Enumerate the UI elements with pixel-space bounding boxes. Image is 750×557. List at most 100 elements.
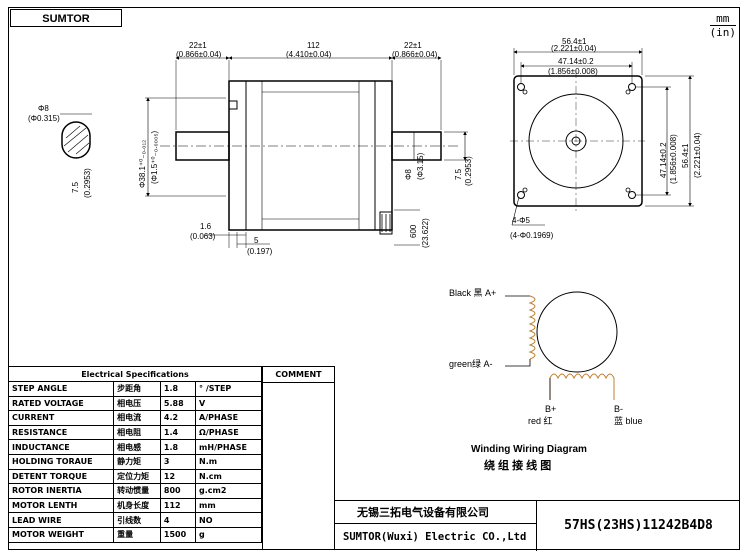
dim-left-in: (0.866±0.04) — [176, 50, 222, 59]
dim-flat-in: (0.2953) — [464, 156, 473, 186]
spec-val: 1.8 — [159, 439, 197, 455]
wire-b-minus-color: 蓝 blue — [614, 415, 643, 426]
dim-shaft-in: (Φ3.15) — [416, 152, 425, 180]
spec-en: CURRENT — [7, 410, 115, 426]
wire-b-plus: B+ — [545, 404, 556, 414]
dim-step-in: (0.197) — [247, 247, 273, 256]
dim-body: 112 — [307, 41, 320, 50]
spec-cn: 机身长度 — [113, 497, 161, 514]
spec-en: RATED VOLTAGE — [7, 395, 115, 412]
comment-header: COMMENT — [263, 367, 334, 383]
spec-unit: g — [195, 526, 262, 543]
dim-pilot-in: (Φ1.5⁺⁰₋₀.₀₀₀₅) — [150, 130, 159, 184]
spec-en: MOTOR WEIGHT — [7, 526, 115, 543]
dim-mount: 4-Φ5 — [512, 216, 530, 225]
section-flat-in: (0.2953) — [83, 168, 92, 198]
spec-unit: Ω/PHASE — [195, 424, 262, 441]
spec-unit: N.cm — [195, 468, 262, 485]
side-view — [145, 56, 468, 248]
spec-en: ROTOR INERTIA — [7, 483, 115, 499]
shaft-section: Φ8 (Φ0.315) 7.5 (0.2953) — [28, 104, 92, 198]
dim-right: 22±1 — [404, 41, 422, 50]
dim-right-in: (0.866±0.04) — [392, 50, 438, 59]
dim-vholes-in: (1.856±0.008) — [669, 134, 678, 184]
spec-en: INDUCTANCE — [7, 439, 115, 455]
spec-unit: ° /STEP — [195, 381, 262, 397]
brand-label: SUMTOR — [10, 9, 122, 27]
spec-unit: g.cm2 — [195, 483, 262, 499]
dim-outer-in: (2.221±0.04) — [551, 44, 597, 53]
spec-cn: 转动惯量 — [113, 483, 161, 499]
dim-lead-in: (23.622) — [421, 218, 430, 248]
spec-cn: 相电阻 — [113, 424, 161, 441]
spec-val: 112 — [159, 497, 197, 514]
dim-left: 22±1 — [189, 41, 207, 50]
spec-unit: NO — [195, 512, 262, 528]
spec-en: HOLDING TORAUE — [7, 453, 115, 470]
dim-pilot: Φ38.1⁺⁰₋₀.₀₁₂ — [138, 140, 147, 188]
spec-cn: 相电流 — [113, 410, 161, 426]
dim-holes-in: (1.856±0.008) — [548, 67, 598, 76]
company-name-cn: 无锡三拓电气设备有限公司 — [335, 501, 537, 524]
title-block: 无锡三拓电气设备有限公司 SUMTOR(Wuxi) Electric CO.,L… — [335, 500, 740, 551]
dim-vholes: 47.14±0.2 — [659, 142, 668, 178]
specs-header: Electrical Specifications — [8, 366, 262, 382]
spec-cn: 定位力矩 — [113, 468, 161, 485]
dim-step: 5 — [254, 236, 259, 245]
spec-unit: N.m — [195, 453, 262, 470]
spec-unit: mm — [195, 497, 262, 514]
spec-val: 3 — [159, 453, 197, 470]
dim-lead: 600 — [409, 224, 418, 238]
spec-en: DETENT TORQUE — [7, 468, 115, 485]
spec-en: STEP ANGLE — [7, 381, 115, 397]
unit-mm: mm — [709, 12, 736, 26]
spec-val: 800 — [159, 483, 197, 499]
comment-box: COMMENT — [262, 366, 335, 550]
drawing-frame — [8, 7, 740, 550]
side-view-dims: 22±1 (0.866±0.04) 112 (4.410±0.04) 22±1 … — [138, 41, 473, 256]
spec-cn: 步距角 — [113, 381, 161, 397]
spec-en: MOTOR LENTH — [7, 497, 115, 514]
dim-holes: 47.14±0.2 — [558, 57, 594, 66]
section-dia-in: (Φ0.315) — [28, 114, 60, 123]
company-name-en: SUMTOR(Wuxi) Electric CO.,Ltd — [335, 524, 537, 551]
dim-vouter: 56.4±1 — [681, 143, 690, 168]
spec-cn: 相电压 — [113, 395, 161, 412]
wire-a-minus: green绿 A- — [449, 358, 493, 369]
spec-cn: 静力矩 — [113, 453, 161, 470]
wire-b-plus-color: red 红 — [528, 415, 553, 426]
spec-val: 1.8 — [159, 381, 197, 397]
spec-cn: 重量 — [113, 526, 161, 543]
spec-unit: V — [195, 395, 262, 412]
wiring-labels: Black 黑 A+ green绿 A- B+ red 红 B- 蓝 blue … — [449, 288, 643, 472]
spec-en: RESISTANCE — [7, 424, 115, 441]
model-number: 57HS(23HS)11242B4D8 — [564, 518, 713, 533]
dim-body-in: (4.410±0.04) — [286, 50, 332, 59]
wiring-title-cn: 绕 组 接 线 图 — [484, 458, 551, 472]
dim-flange: 1.6 — [200, 222, 212, 231]
spec-val: 1500 — [159, 526, 197, 543]
wire-b-minus: B- — [614, 404, 623, 414]
spec-val: 4.2 — [159, 410, 197, 426]
spec-unit: A/PHASE — [195, 410, 262, 426]
dim-flange-in: (0.063) — [190, 232, 216, 241]
unit-legend: mm (in) — [709, 12, 736, 39]
spec-val: 5.88 — [159, 395, 197, 412]
dim-shaft: Φ8 — [404, 169, 413, 180]
dim-outer: 56.4±1 — [562, 37, 587, 46]
front-view — [510, 48, 694, 226]
wiring-diagram — [505, 291, 618, 400]
section-flat: 7.5 — [71, 181, 80, 193]
spec-unit: mH/PHASE — [195, 439, 262, 455]
front-view-dims: 56.4±1 (2.221±0.04) 47.14±0.2 (1.856±0.0… — [510, 37, 702, 240]
